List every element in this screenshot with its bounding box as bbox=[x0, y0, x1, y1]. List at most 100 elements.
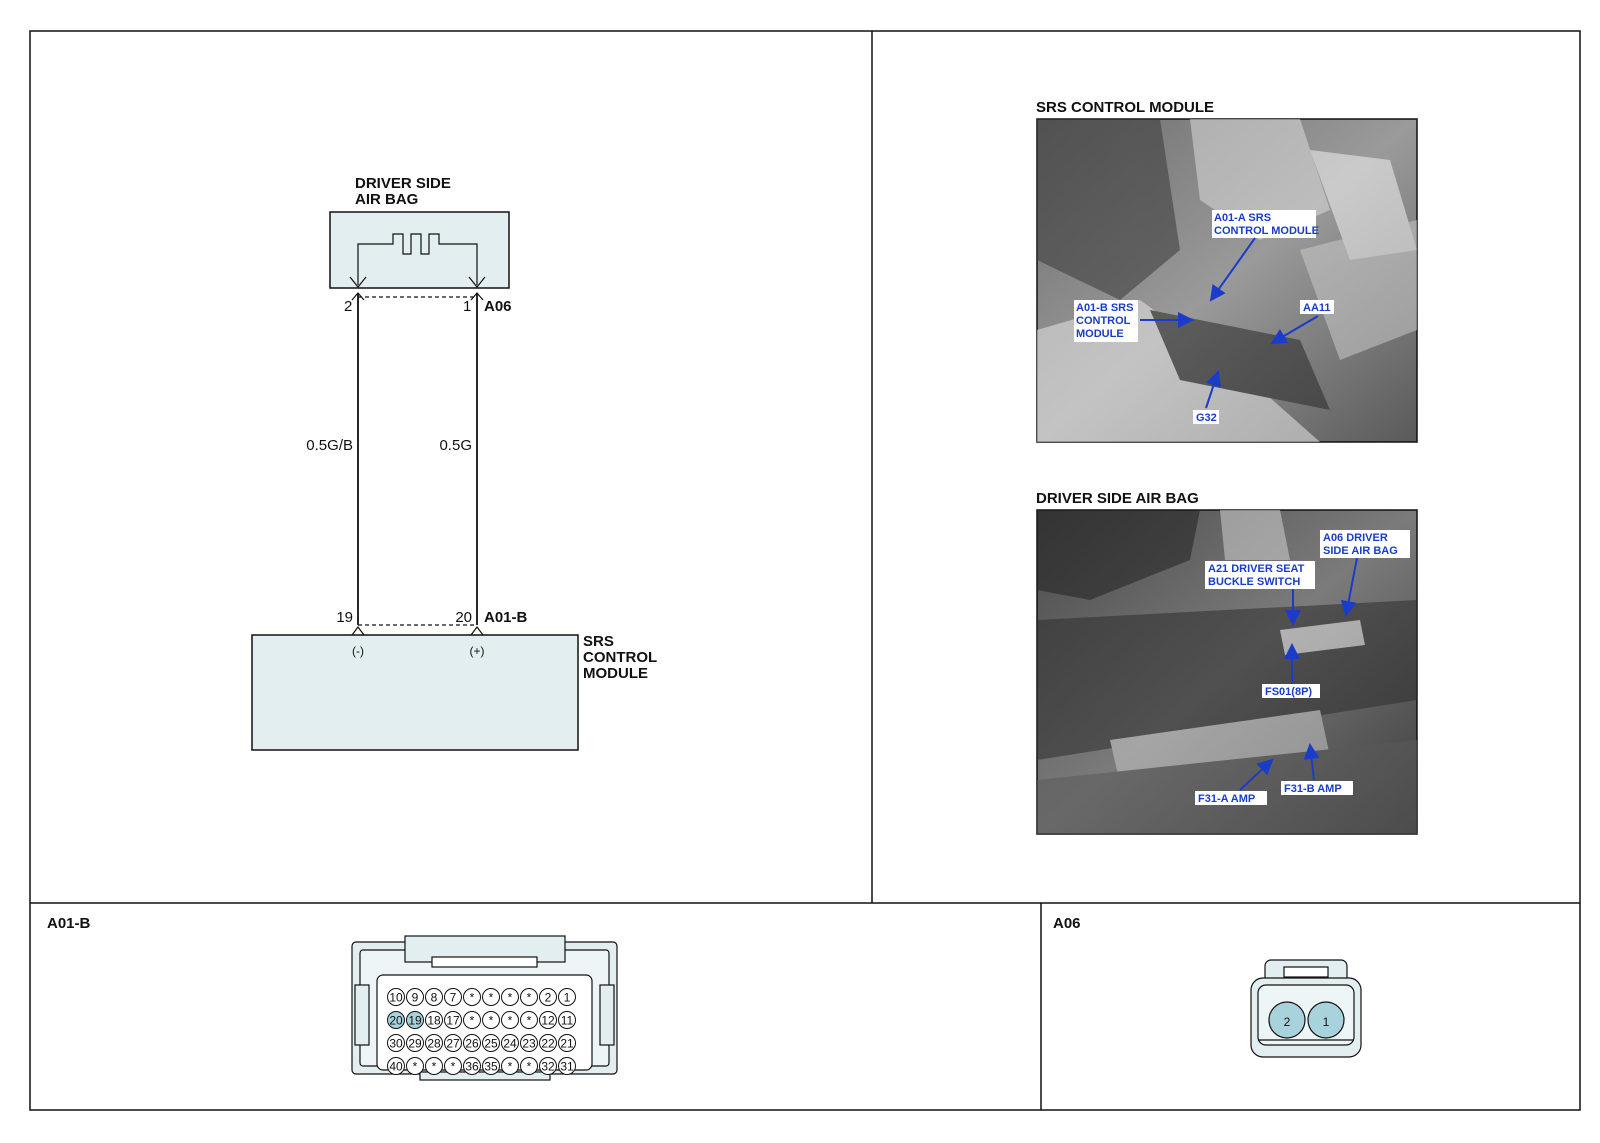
air-bag-title-line2: AIR BAG bbox=[355, 191, 418, 208]
a01b-connector-label: A01-B bbox=[47, 915, 91, 932]
a01b-pin-label: 30 bbox=[389, 1037, 403, 1051]
airbag-photo-panel: DRIVER SIDE AIR BAG A06 DRIVER SIDE AIR … bbox=[1036, 490, 1418, 835]
a01b-pin bbox=[520, 1011, 538, 1029]
a01b-pin-label: 27 bbox=[446, 1037, 460, 1051]
a01b-pin bbox=[482, 1034, 500, 1052]
a01b-pin-label: 11 bbox=[561, 1014, 574, 1028]
a01b-pin bbox=[520, 988, 538, 1006]
a01b-pin-label: * bbox=[527, 1014, 532, 1028]
a01b-pin bbox=[425, 1011, 443, 1029]
callout-f31a: F31-A AMP bbox=[1198, 793, 1255, 805]
a01b-pin bbox=[558, 1034, 576, 1052]
a01b-pin-label: 9 bbox=[412, 991, 419, 1005]
a01b-pin-label: 18 bbox=[427, 1014, 441, 1028]
a01b-pin bbox=[482, 1057, 500, 1075]
connector-bottom-label: A01-B bbox=[484, 609, 528, 626]
wire-right-label: 0.5G bbox=[439, 437, 472, 454]
connector-top-label: A06 bbox=[484, 298, 512, 315]
a01b-pin bbox=[520, 1057, 538, 1075]
page-frame bbox=[29, 30, 1581, 1111]
a01b-pin-label: 23 bbox=[522, 1037, 536, 1051]
a01b-pin bbox=[444, 1011, 462, 1029]
a01b-pin bbox=[501, 1034, 519, 1052]
a01b-pin bbox=[444, 1057, 462, 1075]
callout-a21-line1: A21 DRIVER SEAT bbox=[1208, 563, 1305, 575]
a01b-pin-label: 8 bbox=[431, 991, 438, 1005]
a01b-pin bbox=[520, 1034, 538, 1052]
a01b-pin-label: 2 bbox=[545, 991, 552, 1005]
a01b-pin-label: * bbox=[451, 1060, 456, 1074]
a01b-pin bbox=[501, 1011, 519, 1029]
a01b-pin-label: 24 bbox=[503, 1037, 517, 1051]
a01b-pin bbox=[558, 1011, 576, 1029]
a01b-pin bbox=[387, 1034, 405, 1052]
a01b-pin bbox=[463, 1011, 481, 1029]
airbag-photo-shapes bbox=[1037, 510, 1417, 834]
a01b-pin bbox=[406, 1057, 424, 1075]
a01b-pin bbox=[463, 1057, 481, 1075]
a01b-pin bbox=[558, 988, 576, 1006]
a01b-pin-label: 20 bbox=[389, 1014, 403, 1028]
callout-g32: G32 bbox=[1196, 412, 1217, 424]
a06-pin bbox=[1307, 1001, 1345, 1039]
a01b-pin-label: 40 bbox=[389, 1060, 403, 1074]
a01b-pin bbox=[406, 1034, 424, 1052]
callout-f31b: F31-B AMP bbox=[1284, 783, 1342, 795]
a01b-pin-label: 7 bbox=[450, 991, 457, 1005]
srs-photo-callouts: A01-A SRS CONTROL MODULE A01-B SRS CONTR… bbox=[1074, 210, 1334, 424]
air-bag-pin-arrows bbox=[349, 276, 486, 288]
a01b-pin bbox=[501, 1057, 519, 1075]
a01b-pin-label: 21 bbox=[560, 1037, 574, 1051]
a01b-pin-label: 17 bbox=[446, 1014, 460, 1028]
a01b-pin bbox=[425, 1057, 443, 1075]
polarity-right: (+) bbox=[470, 644, 485, 658]
a01b-pin-label: 32 bbox=[541, 1060, 555, 1074]
module-label-line1: SRS bbox=[583, 633, 614, 650]
srs-photo-title: SRS CONTROL MODULE bbox=[1036, 99, 1214, 116]
a01b-pin bbox=[387, 1011, 405, 1029]
srs-photo-shapes bbox=[1037, 119, 1417, 442]
a01b-pin-label: * bbox=[432, 1060, 437, 1074]
a01b-pin bbox=[387, 1057, 405, 1075]
a01b-pin-label: 29 bbox=[408, 1037, 422, 1051]
schematic-panel: DRIVER SIDE AIR BAG 2 1 A06 0.5G/B 0.5G … bbox=[251, 175, 657, 751]
airbag-photo-title: DRIVER SIDE AIR BAG bbox=[1036, 490, 1199, 507]
callout-a21-line2: BUCKLE SWITCH bbox=[1208, 576, 1300, 588]
a01b-pin bbox=[482, 988, 500, 1006]
a01b-pin-label: * bbox=[527, 1060, 532, 1074]
a01b-pin bbox=[558, 1057, 576, 1075]
callout-a01b-line2: CONTROL bbox=[1076, 315, 1131, 327]
a01b-pin-label: * bbox=[508, 1060, 513, 1074]
air-bag-title-line1: DRIVER SIDE bbox=[355, 175, 451, 192]
a06-pin bbox=[1268, 1001, 1306, 1039]
a01b-pin bbox=[406, 988, 424, 1006]
a01b-pin bbox=[539, 1011, 557, 1029]
a01b-pin-label: * bbox=[470, 991, 475, 1005]
a01b-pin-label: 1 bbox=[564, 991, 571, 1005]
a01b-pin-label: * bbox=[489, 1014, 494, 1028]
air-bag-squib-symbol bbox=[357, 233, 478, 285]
a06-connector-housing bbox=[1250, 959, 1362, 1058]
a01b-connector-marks bbox=[351, 626, 484, 636]
pin-top-left: 2 bbox=[344, 298, 352, 315]
a01b-pin-label: 10 bbox=[389, 991, 403, 1005]
a06-pin-label: 2 bbox=[1284, 1015, 1291, 1029]
a01b-pin-label: * bbox=[508, 1014, 513, 1028]
airbag-photo-callouts: A06 DRIVER SIDE AIR BAG A21 DRIVER SEAT … bbox=[1195, 530, 1410, 805]
a01b-pin bbox=[539, 1057, 557, 1075]
a01b-pin-label: * bbox=[470, 1014, 475, 1028]
polarity-left: (-) bbox=[352, 644, 364, 658]
a01b-pin bbox=[444, 1034, 462, 1052]
a01b-pin-label: 26 bbox=[465, 1037, 479, 1051]
pin-bottom-left: 19 bbox=[336, 609, 353, 626]
a01b-pin-label: 22 bbox=[541, 1037, 555, 1051]
a01b-pin bbox=[463, 988, 481, 1006]
a01b-pin bbox=[425, 1034, 443, 1052]
callout-fs01: FS01(8P) bbox=[1265, 686, 1312, 698]
a01b-pin-label: * bbox=[527, 991, 532, 1005]
